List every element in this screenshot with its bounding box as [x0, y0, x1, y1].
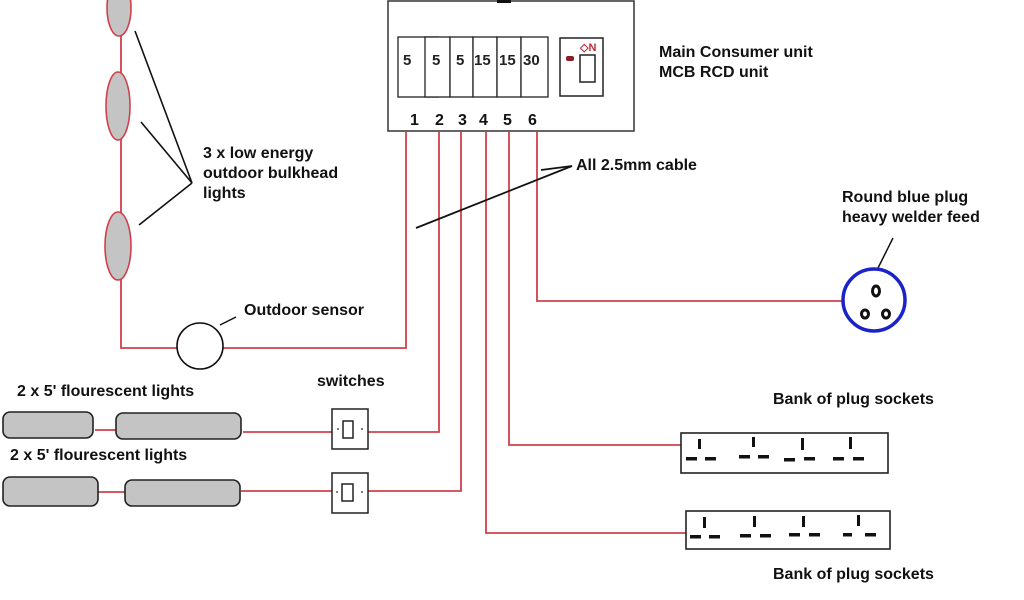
- fluorescent-label-1: 2 x 5' flourescent lights: [17, 383, 195, 400]
- terminal-4: 4: [479, 112, 488, 129]
- bulkhead-light-2: [105, 71, 131, 141]
- plug-pin-live-icon: [860, 308, 870, 320]
- socket-bank-1: [680, 432, 889, 474]
- wire-circuit-6: [536, 132, 843, 302]
- terminal-2: 2: [435, 112, 444, 129]
- socket-pins-icon: [690, 515, 876, 539]
- cable-label: All 2.5mm cable: [576, 157, 697, 174]
- plug-pin-earth-icon: [871, 284, 881, 298]
- welder-plug: [841, 237, 907, 333]
- welder-label-line2: heavy welder feed: [842, 209, 980, 226]
- wire-circuit-4: [485, 132, 687, 534]
- mcb-rating-2: 5: [432, 52, 440, 69]
- terminal-numbers: 1 2 3 4 5 6: [410, 112, 537, 129]
- bulkhead-light-1: [106, 0, 132, 37]
- sensor-leader-line: [219, 316, 237, 326]
- wire-circuit-1: [223, 132, 407, 349]
- bulkhead-light-3: [104, 211, 132, 281]
- mcb-rating-6: 30: [523, 52, 540, 69]
- wire-circuit-5: [508, 132, 681, 446]
- mcb-breaker-6: [520, 36, 549, 98]
- wires: [95, 0, 843, 534]
- switch-rocker-icon: [341, 483, 354, 502]
- fluorescent-label-2: 2 x 5' flourescent lights: [10, 447, 188, 464]
- sockets-label-1: Bank of plug sockets: [773, 391, 934, 408]
- socket-pins-icon: [686, 437, 864, 462]
- outdoor-sensor: [176, 322, 224, 370]
- bulkhead-leader-lines: [134, 30, 193, 226]
- wire-circuit-2: [368, 132, 440, 433]
- cable-leader: [415, 165, 573, 229]
- outdoor-sensor-label: Outdoor sensor: [244, 302, 365, 319]
- welder-leader-line: [875, 237, 894, 273]
- consumer-unit-title-line1: Main Consumer unit: [659, 44, 813, 61]
- bulkhead-label-line2: outdoor bulkhead: [203, 165, 339, 182]
- terminal-1: 1: [410, 112, 419, 129]
- consumer-unit-title-line2: MCB RCD unit: [659, 64, 769, 81]
- mcb-rating-5: 15: [499, 52, 516, 69]
- switch-2: [331, 472, 369, 514]
- rcd-indicator-icon: [566, 56, 574, 61]
- mcb-breaker-bank: 5 5 5 15 15 30: [397, 36, 549, 98]
- wire-circuit-3: [368, 132, 462, 492]
- rcd-switch: ◇N: [559, 37, 604, 97]
- fluorescent-tube-1b: [115, 412, 242, 440]
- mcb-breaker-2: [424, 36, 451, 98]
- sockets-label-2: Bank of plug sockets: [773, 566, 934, 583]
- rcd-toggle: [579, 54, 596, 83]
- rcd-label: ◇N: [579, 42, 596, 54]
- mcb-rating-1: 5: [403, 52, 411, 69]
- wire-bulkhead-chain: [120, 0, 177, 349]
- fluorescent-lights: [2, 411, 242, 507]
- consumer-unit: 5 5 5 15 15 30 ◇N 1 2 3 4 5 6: [387, 0, 635, 132]
- terminal-3: 3: [458, 112, 467, 129]
- fluorescent-tube-2b: [124, 479, 241, 507]
- switches-label: switches: [317, 373, 385, 390]
- welder-label-line1: Round blue plug: [842, 189, 969, 206]
- fluorescent-tube-2a: [2, 476, 99, 507]
- mcb-breaker-5: [496, 36, 522, 98]
- plug-pin-neutral-icon: [881, 308, 891, 320]
- bulkhead-label-line1: 3 x low energy: [203, 145, 314, 162]
- switch-rocker-icon: [342, 420, 354, 439]
- bulkhead-label-line3: lights: [203, 185, 246, 202]
- mcb-rating-3: 5: [456, 52, 464, 69]
- mcb-breaker-4: [472, 36, 498, 98]
- switch-1: [331, 408, 369, 450]
- mcb-rating-4: 15: [474, 52, 491, 69]
- round-blue-plug: [841, 267, 907, 333]
- fluorescent-tube-1a: [2, 411, 94, 439]
- socket-bank-2: [685, 510, 891, 550]
- terminal-5: 5: [503, 112, 512, 129]
- terminal-6: 6: [528, 112, 537, 129]
- bulkhead-lights: [104, 0, 132, 281]
